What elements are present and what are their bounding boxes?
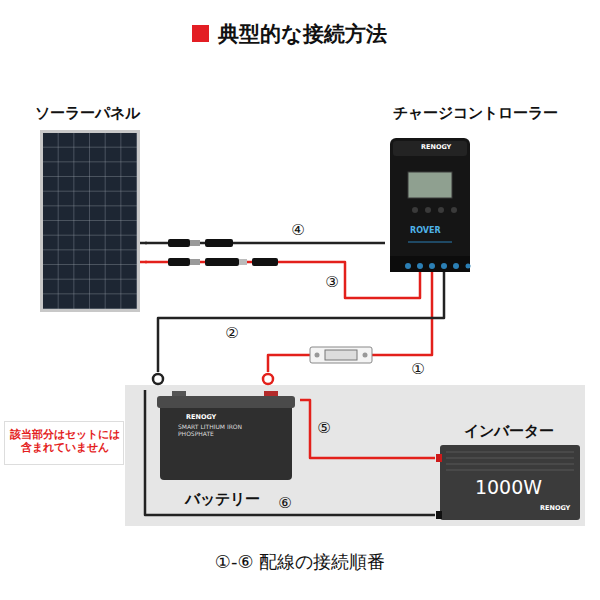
title-marker [192,25,209,42]
panel-frame [40,130,140,312]
model-name: ROVER [410,226,441,235]
battery-body [160,402,292,480]
wire [158,272,444,372]
fuse-holder [310,347,372,363]
wire [145,390,435,515]
inverter-picture [436,445,580,520]
device-label: 該当部分はセットには含まれていません [9,428,121,454]
battery-picture [157,391,295,480]
controller-display [408,172,452,198]
battery: バッテリー [145,372,300,510]
inverter-terminal [436,454,442,462]
terminal [453,263,459,269]
callout-number: ③ [324,273,339,291]
battery-lid [157,396,295,408]
brand-label: RENOGY [421,144,451,151]
mc4-connector [252,258,278,266]
controller-button [438,207,444,213]
mc4-connector [168,239,190,247]
brand-label: SMART LITHIUM IRON PHOSPHATE [178,424,273,438]
device-label: バッテリー [185,490,260,508]
fuse-holder [310,347,372,363]
mc4-connector [168,258,278,266]
caption: ①-⑥ 配線の接続順番 [0,551,600,573]
charge-controller: チャージコントローラー [385,104,565,272]
callout-number: ④ [290,221,305,239]
controller-button [451,207,457,213]
rating-label: 1000W [475,476,542,499]
inverter-terminal [436,511,442,519]
wire [300,400,435,458]
controller-trim [408,242,452,243]
charge-controller-picture [390,138,471,272]
cooling-fin [446,470,574,471]
terminal [405,263,411,269]
page-title: 典型的な接続方法 [218,22,387,47]
callout-number: ⑤ [316,419,331,437]
fuse [325,350,357,360]
mc4-connector [168,239,233,247]
solar-panel-picture [40,130,147,312]
mc4-connector [239,259,247,265]
wire [145,262,420,298]
callout-number: ⑥ [277,494,292,512]
ring-terminal [153,374,163,384]
ring-terminal [263,374,273,384]
mc4-connector [205,258,239,266]
cooling-fin [446,452,574,453]
wire [268,272,432,372]
controller-button [412,207,418,213]
cooling-fin [446,464,574,465]
note-box: 該当部分はセットには含まれていません [4,421,124,465]
fuse-screw [363,353,368,358]
device-label: チャージコントローラー [393,104,558,122]
inverter-body [440,445,580,520]
controller-top [393,141,467,156]
brand-label: RENOGY [540,505,570,512]
terminal [429,263,435,269]
device-label: ソーラーパネル [35,104,140,122]
fuse-screw [315,353,320,358]
mc4-connector [190,240,200,246]
mc4-connector [190,259,200,265]
controller-button [425,207,431,213]
callout-number: ② [224,324,239,342]
solar-panel: ソーラーパネル [30,104,145,316]
device-label: インバーター [464,422,554,440]
terminal [417,263,423,269]
callout-number: ① [410,360,425,378]
mc4-connector [205,239,233,247]
mc4-connector [168,258,190,266]
terminal [441,263,447,269]
terminal [466,264,471,269]
not-included-region [125,385,585,526]
controller-body [390,138,470,272]
terminal-strip [390,256,470,272]
panel-cells [43,133,137,309]
brand-label: RENOGY [186,414,216,421]
cooling-fin [446,458,574,459]
